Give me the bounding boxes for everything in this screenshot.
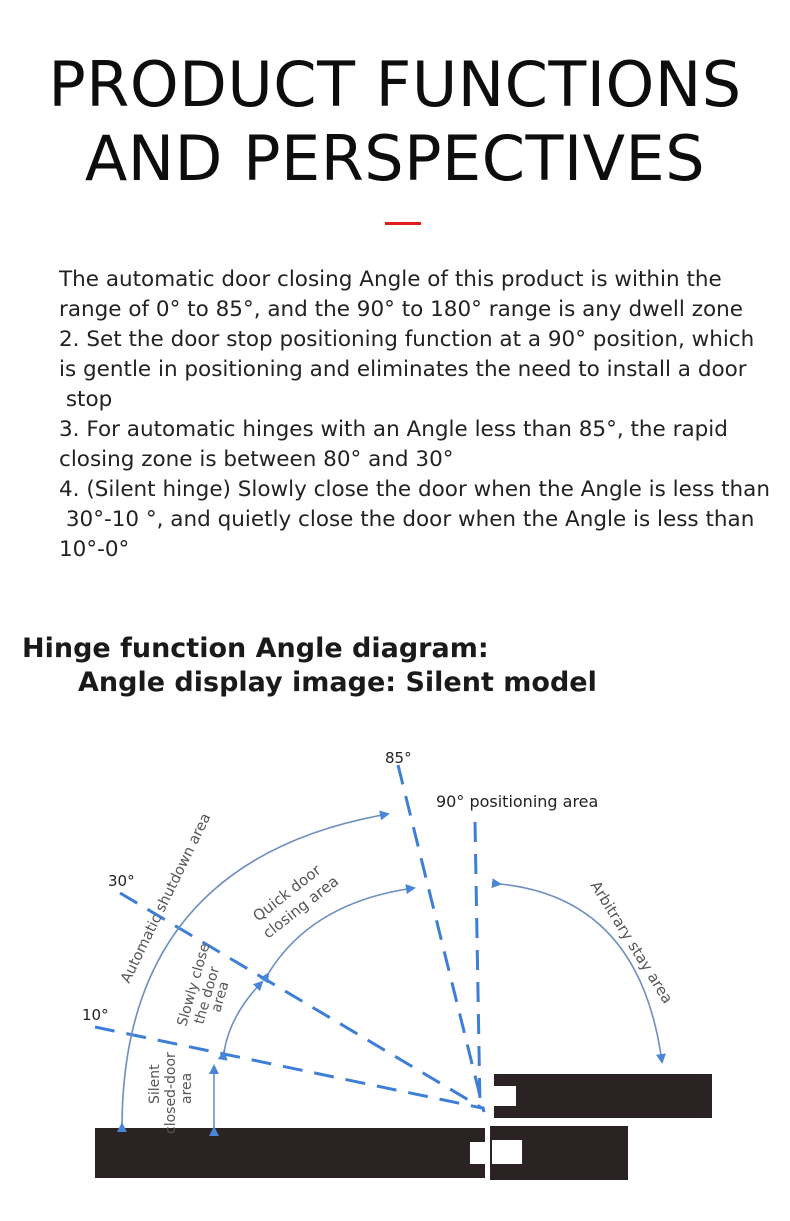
description-line: The automatic door closing Angle of this… bbox=[59, 267, 722, 292]
description-line: 4. (Silent hinge) Slowly close the door … bbox=[59, 477, 770, 502]
closed-door-panel bbox=[95, 1126, 628, 1180]
label-85: 85° bbox=[385, 749, 412, 767]
title-accent-bar bbox=[385, 222, 421, 225]
angle-90-line bbox=[473, 821, 482, 1107]
open-door-panel bbox=[494, 1074, 712, 1118]
page-title-line-2: AND PERSPECTIVES bbox=[84, 122, 706, 195]
page-title-line-1: PRODUCT FUNCTIONS bbox=[48, 48, 742, 121]
hinge-angle-diagram: 85° 90° positioning area 30° 10° Automat… bbox=[82, 749, 712, 1180]
description-line: 2. Set the door stop positioning functio… bbox=[59, 327, 755, 352]
diagram-subheading: Angle display image: Silent model bbox=[78, 667, 597, 698]
label-30: 30° bbox=[108, 872, 135, 890]
label-90-positioning: 90° positioning area bbox=[436, 792, 598, 811]
label-arbitrary-stay: Arbitrary stay area bbox=[587, 878, 677, 1007]
description-line: stop bbox=[59, 387, 113, 412]
label-silent-1: Silent bbox=[147, 1064, 163, 1104]
description-line: range of 0° to 85°, and the 90° to 180° … bbox=[59, 297, 744, 322]
description-line: closing zone is between 80° and 30° bbox=[59, 447, 454, 472]
description-line: 10°-0° bbox=[59, 537, 130, 562]
label-silent-2: closed-door bbox=[163, 1052, 179, 1134]
description-line: 30°-10 °, and quietly close the door whe… bbox=[59, 507, 755, 532]
label-silent-3: area bbox=[179, 1073, 195, 1104]
label-10: 10° bbox=[82, 1006, 109, 1024]
auto-shutdown-arc bbox=[116, 810, 390, 1133]
arbitrary-stay-arc bbox=[491, 878, 666, 1064]
angle-85-line bbox=[396, 764, 486, 1113]
description-line: is gentle in positioning and eliminates … bbox=[59, 357, 747, 382]
description-line: 3. For automatic hinges with an Angle le… bbox=[59, 417, 728, 442]
slow-close-arc bbox=[217, 980, 264, 1061]
diagram-heading: Hinge function Angle diagram: bbox=[22, 633, 489, 664]
quick-close-arc bbox=[259, 884, 416, 984]
